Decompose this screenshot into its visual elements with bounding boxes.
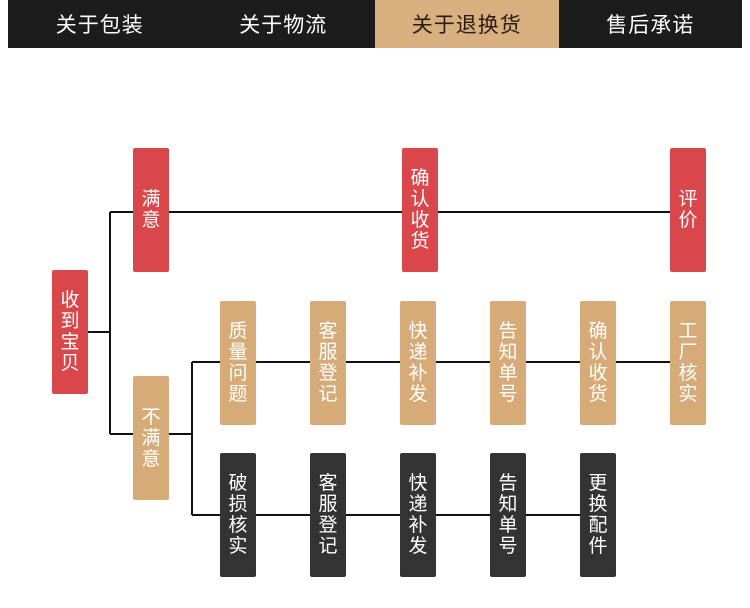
node-express-reship-2: 快递补发 bbox=[400, 453, 436, 577]
node-replace-parts: 更换配件 bbox=[580, 453, 616, 577]
node-satisfied-label: 满意 bbox=[141, 188, 161, 231]
node-unsatisfied: 不满意 bbox=[133, 376, 169, 500]
tab-packaging[interactable]: 关于包装 bbox=[55, 13, 144, 37]
node-cs-register: 客服登记 bbox=[310, 301, 346, 425]
node-review-label: 评价 bbox=[678, 188, 698, 231]
node-received-label: 收到宝贝 bbox=[60, 289, 80, 374]
node-replace-parts-label: 更换配件 bbox=[588, 472, 608, 557]
node-tracking-number-2: 告知单号 bbox=[490, 453, 526, 577]
tab-bar: 关于包装 关于物流 关于退换货 售后承诺 bbox=[8, 0, 742, 48]
node-express-reship: 快递补发 bbox=[400, 301, 436, 425]
node-damage-verify: 破损核实 bbox=[220, 453, 256, 577]
node-factory-verify-label: 工厂核实 bbox=[678, 320, 698, 405]
tab-logistics[interactable]: 关于物流 bbox=[239, 13, 328, 37]
node-quality-issue: 质量问题 bbox=[220, 301, 256, 425]
node-damage-verify-label: 破损核实 bbox=[228, 472, 248, 557]
node-cs-register-2-label: 客服登记 bbox=[318, 472, 338, 557]
node-satisfied: 满意 bbox=[133, 148, 169, 272]
node-confirm-receipt: 确认收货 bbox=[402, 148, 438, 272]
node-tracking-number-2-label: 告知单号 bbox=[498, 472, 518, 557]
node-confirm-receipt-2-label: 确认收货 bbox=[588, 320, 608, 405]
tab-after-sales[interactable]: 售后承诺 bbox=[606, 13, 695, 37]
node-quality-issue-label: 质量问题 bbox=[228, 320, 248, 405]
node-received: 收到宝贝 bbox=[52, 270, 88, 394]
node-unsatisfied-label: 不满意 bbox=[141, 405, 161, 470]
tab-returns[interactable]: 关于退换货 bbox=[375, 0, 559, 48]
node-express-reship-label: 快递补发 bbox=[408, 320, 428, 405]
node-factory-verify: 工厂核实 bbox=[670, 301, 706, 425]
node-confirm-receipt-2: 确认收货 bbox=[580, 301, 616, 425]
node-review: 评价 bbox=[670, 148, 706, 272]
node-cs-register-2: 客服登记 bbox=[310, 453, 346, 577]
node-express-reship-2-label: 快递补发 bbox=[408, 472, 428, 557]
node-tracking-number: 告知单号 bbox=[490, 301, 526, 425]
node-tracking-number-label: 告知单号 bbox=[498, 320, 518, 405]
node-confirm-receipt-label: 确认收货 bbox=[410, 167, 430, 252]
node-cs-register-label: 客服登记 bbox=[318, 320, 338, 405]
